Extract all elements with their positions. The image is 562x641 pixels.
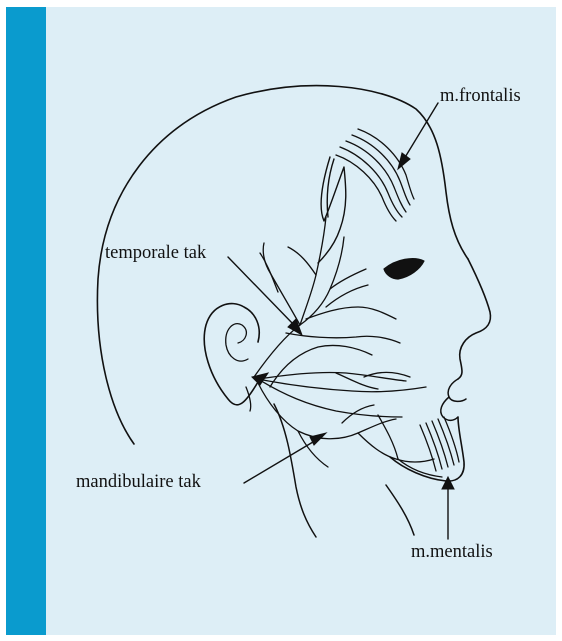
mentalis-muscle: [420, 417, 459, 471]
buccal-branches: [258, 345, 426, 417]
pointer-mentalis: [442, 477, 454, 539]
mandibular-branch: [258, 383, 442, 477]
neck-front: [386, 485, 414, 535]
label-mandibular-branch: mandibulaire tak: [76, 473, 201, 492]
frontalis-muscle: [336, 129, 414, 221]
upper-lip: [448, 379, 466, 401]
face-profile: [458, 259, 490, 379]
chin: [446, 417, 464, 481]
neck-back: [274, 404, 316, 537]
pointer-mandibular: [244, 433, 326, 483]
label-temporal-branch: temporale tak: [105, 244, 206, 263]
label-frontalis: m.frontalis: [440, 87, 521, 106]
label-mentalis: m.mentalis: [411, 543, 493, 562]
jaw-line: [390, 457, 446, 481]
ear-outer: [204, 304, 259, 405]
ear-inner: [226, 324, 248, 361]
facial-nerve-branches: [254, 217, 400, 377]
eye: [384, 259, 424, 279]
facial-nerve-figure: m.frontalis temporale tak mandibulaire t…: [6, 7, 556, 635]
pointer-frontalis: [398, 103, 438, 169]
